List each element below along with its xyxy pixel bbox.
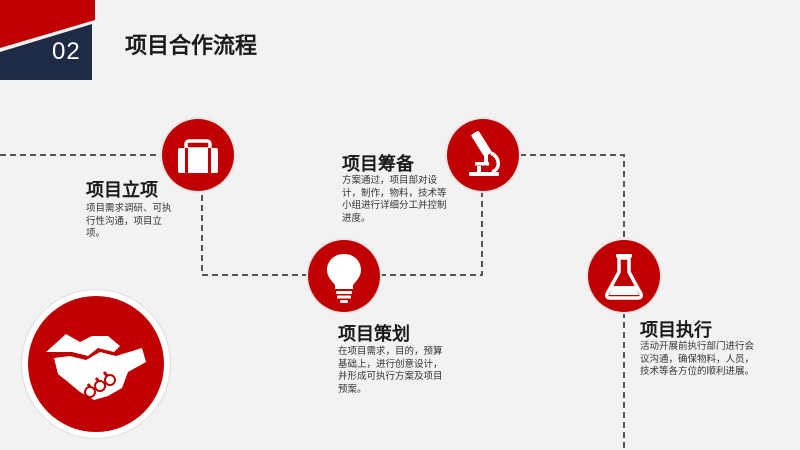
step-desc-4: 活动开展前执行部门进行会议沟通，确保物料，人员，技术等各方位的顺利进展。 bbox=[640, 341, 755, 377]
handshake-icon bbox=[46, 334, 146, 400]
section-number: 02 bbox=[52, 38, 81, 65]
step-node-1 bbox=[162, 119, 234, 191]
step-desc-1: 项目需求调研、可执行性沟通，项目立项。 bbox=[86, 203, 172, 239]
step-node-3 bbox=[447, 119, 519, 191]
section-number-badge bbox=[0, 0, 100, 80]
step-title-2: 项目策划 bbox=[338, 324, 410, 345]
step-title-4: 项目执行 bbox=[640, 320, 712, 341]
step-desc-3: 方案通过，项目部对设计，制作，物料，技术等小组进行详细分工并控制进度。 bbox=[342, 175, 447, 224]
step-node-4 bbox=[588, 240, 660, 312]
step-node-2 bbox=[308, 240, 380, 312]
step-title-1: 项目立项 bbox=[86, 180, 158, 201]
flask-icon bbox=[605, 254, 643, 300]
microscope-icon bbox=[469, 131, 500, 176]
step-title-3: 项目筹备 bbox=[342, 154, 414, 175]
handshake-emblem bbox=[28, 296, 164, 432]
step-desc-2: 在项目需求，目的，预算基础上，进行创意设计，并形成可执行方案及项目预案。 bbox=[338, 346, 443, 395]
page-title: 项目合作流程 bbox=[125, 34, 258, 59]
briefcase-icon bbox=[178, 139, 218, 173]
lightbulb-icon bbox=[327, 254, 361, 303]
